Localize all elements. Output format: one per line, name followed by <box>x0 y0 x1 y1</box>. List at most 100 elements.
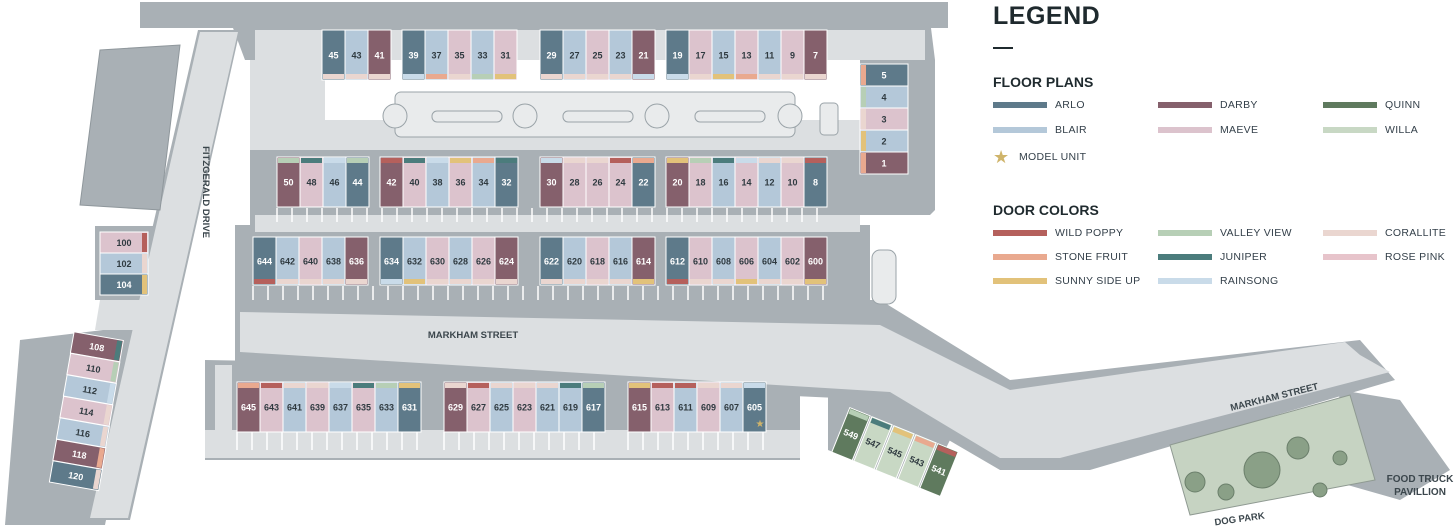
unit-606[interactable]: 606 <box>734 236 759 286</box>
unit-616[interactable]: 616 <box>608 236 633 286</box>
unit-39[interactable]: 39 <box>401 29 426 81</box>
unit-100[interactable]: 100 <box>99 231 149 254</box>
unit-7[interactable]: 7 <box>803 29 828 81</box>
unit-43[interactable]: 43 <box>344 29 369 81</box>
unit-632[interactable]: 632 <box>402 236 427 286</box>
unit-636[interactable]: 636 <box>344 236 369 286</box>
unit-547[interactable]: 547 <box>853 415 893 471</box>
unit-41[interactable]: 41 <box>367 29 392 81</box>
unit-116[interactable]: 116 <box>55 417 110 449</box>
unit-644[interactable]: 644 <box>252 236 277 286</box>
unit-624[interactable]: 624 <box>494 236 519 286</box>
unit-627[interactable]: 627 <box>466 381 491 433</box>
unit-25[interactable]: 25 <box>585 29 610 81</box>
unit-32[interactable]: 32 <box>494 156 519 208</box>
unit-543[interactable]: 543 <box>897 433 937 489</box>
unit-628[interactable]: 628 <box>448 236 473 286</box>
unit-14[interactable]: 14 <box>734 156 759 208</box>
unit-608[interactable]: 608 <box>711 236 736 286</box>
unit-24[interactable]: 24 <box>608 156 633 208</box>
unit-112[interactable]: 112 <box>62 374 117 406</box>
unit-8[interactable]: 8 <box>803 156 828 208</box>
unit-637[interactable]: 637 <box>328 381 353 433</box>
unit-643[interactable]: 643 <box>259 381 284 433</box>
unit-104[interactable]: 104 <box>99 273 149 296</box>
unit-621[interactable]: 621 <box>535 381 560 433</box>
unit-645[interactable]: 645 <box>236 381 261 433</box>
unit-102[interactable]: 102 <box>99 252 149 275</box>
unit-38[interactable]: 38 <box>425 156 450 208</box>
unit-633[interactable]: 633 <box>374 381 399 433</box>
unit-35[interactable]: 35 <box>447 29 472 81</box>
unit-30[interactable]: 30 <box>539 156 564 208</box>
unit-634[interactable]: 634 <box>379 236 404 286</box>
unit-18[interactable]: 18 <box>688 156 713 208</box>
unit-642[interactable]: 642 <box>275 236 300 286</box>
unit-27[interactable]: 27 <box>562 29 587 81</box>
unit-31[interactable]: 31 <box>493 29 518 81</box>
unit-110[interactable]: 110 <box>66 352 121 384</box>
unit-114[interactable]: 114 <box>59 395 114 427</box>
unit-630[interactable]: 630 <box>425 236 450 286</box>
unit-620[interactable]: 620 <box>562 236 587 286</box>
unit-549[interactable]: 549 <box>831 406 871 462</box>
unit-48[interactable]: 48 <box>299 156 324 208</box>
unit-40[interactable]: 40 <box>402 156 427 208</box>
unit-9[interactable]: 9 <box>780 29 805 81</box>
unit-618[interactable]: 618 <box>585 236 610 286</box>
unit-604[interactable]: 604 <box>757 236 782 286</box>
unit-19[interactable]: 19 <box>665 29 690 81</box>
unit-607[interactable]: 607 <box>719 381 744 433</box>
unit-20[interactable]: 20 <box>665 156 690 208</box>
unit-623[interactable]: 623 <box>512 381 537 433</box>
unit-5[interactable]: 5 <box>859 63 909 87</box>
unit-625[interactable]: 625 <box>489 381 514 433</box>
unit-33[interactable]: 33 <box>470 29 495 81</box>
unit-10[interactable]: 10 <box>780 156 805 208</box>
unit-46[interactable]: 46 <box>322 156 347 208</box>
unit-626[interactable]: 626 <box>471 236 496 286</box>
unit-639[interactable]: 639 <box>305 381 330 433</box>
unit-3[interactable]: 3 <box>859 107 909 131</box>
unit-541[interactable]: 541 <box>919 442 959 498</box>
unit-609[interactable]: 609 <box>696 381 721 433</box>
unit-640[interactable]: 640 <box>298 236 323 286</box>
unit-15[interactable]: 15 <box>711 29 736 81</box>
unit-641[interactable]: 641 <box>282 381 307 433</box>
unit-629[interactable]: 629 <box>443 381 468 433</box>
unit-2[interactable]: 2 <box>859 129 909 153</box>
unit-44[interactable]: 44 <box>345 156 370 208</box>
unit-26[interactable]: 26 <box>585 156 610 208</box>
unit-29[interactable]: 29 <box>539 29 564 81</box>
unit-614[interactable]: 614 <box>631 236 656 286</box>
unit-42[interactable]: 42 <box>379 156 404 208</box>
unit-36[interactable]: 36 <box>448 156 473 208</box>
unit-617[interactable]: 617 <box>581 381 606 433</box>
unit-1[interactable]: 1 <box>859 151 909 175</box>
unit-600[interactable]: 600 <box>803 236 828 286</box>
unit-37[interactable]: 37 <box>424 29 449 81</box>
unit-11[interactable]: 11 <box>757 29 782 81</box>
unit-635[interactable]: 635 <box>351 381 376 433</box>
unit-45[interactable]: 45 <box>321 29 346 81</box>
unit-610[interactable]: 610 <box>688 236 713 286</box>
unit-34[interactable]: 34 <box>471 156 496 208</box>
unit-619[interactable]: 619 <box>558 381 583 433</box>
unit-638[interactable]: 638 <box>321 236 346 286</box>
unit-17[interactable]: 17 <box>688 29 713 81</box>
unit-611[interactable]: 611 <box>673 381 698 433</box>
unit-602[interactable]: 602 <box>780 236 805 286</box>
unit-120[interactable]: 120 <box>48 460 103 492</box>
unit-22[interactable]: 22 <box>631 156 656 208</box>
unit-13[interactable]: 13 <box>734 29 759 81</box>
unit-613[interactable]: 613 <box>650 381 675 433</box>
unit-23[interactable]: 23 <box>608 29 633 81</box>
unit-631[interactable]: 631 <box>397 381 422 433</box>
unit-622[interactable]: 622 <box>539 236 564 286</box>
unit-612[interactable]: 612 <box>665 236 690 286</box>
unit-605[interactable]: 605★ <box>742 381 767 433</box>
unit-545[interactable]: 545 <box>875 424 915 480</box>
unit-4[interactable]: 4 <box>859 85 909 109</box>
unit-615[interactable]: 615 <box>627 381 652 433</box>
unit-118[interactable]: 118 <box>52 438 107 470</box>
